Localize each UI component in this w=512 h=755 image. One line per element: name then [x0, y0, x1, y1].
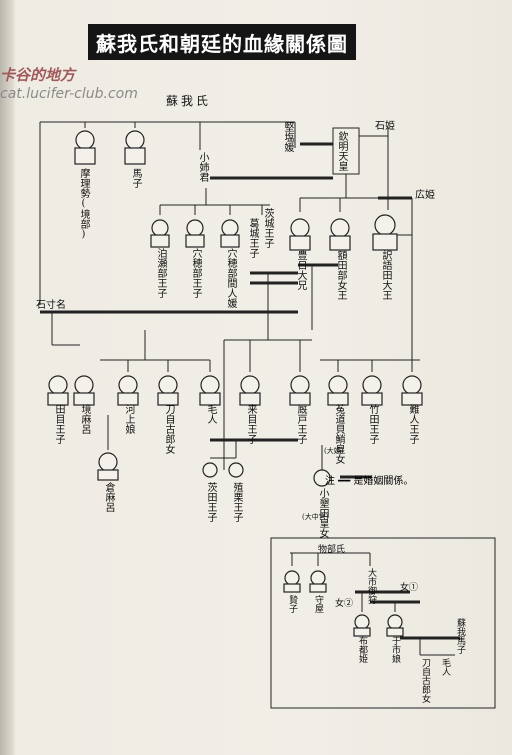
page-title: 蘇我氏和朝廷的血緣關係圖 [88, 24, 356, 60]
label-kume: 来目王子 [245, 404, 256, 444]
label-tame: 田目王子 [53, 404, 64, 444]
label-ekuri: 殖栗王子 [231, 482, 242, 522]
label-anahobe: 穴穂部王子 [190, 248, 201, 298]
inset-label-nieko: 贄子 [287, 595, 297, 613]
label-daichugu: (大中宮) [302, 513, 329, 521]
watermark-logo-text: 卡谷的地方 [0, 66, 76, 84]
inset-label-tojiko: 刀自古郎女 [420, 658, 430, 703]
label-owarida: 小墾田皇女 [317, 488, 328, 538]
inset-label-futohime: 布都姫 [357, 636, 367, 663]
label-daihime: (大姫) [324, 447, 344, 455]
label-sakaibe-mare: 境麻呂 [79, 404, 90, 434]
label-ubaraki: 茨城王子 [262, 208, 273, 248]
label-tojiko: 刀自古郎女 [163, 404, 174, 454]
label-kurakamaro: 倉麻呂 [103, 482, 114, 512]
inset-label-soga-umako: 蘇我馬子 [455, 618, 465, 654]
page-spine-shadow [0, 0, 14, 755]
label-uji-no-shitsukai: 菟道貝鮹皇女 [333, 404, 344, 464]
label-ishihime: 石姫 [375, 121, 395, 132]
inset-label-emishi: 毛人 [440, 658, 450, 676]
label-nukatabe: 額田部女王 [335, 250, 346, 300]
legend-note: 注 ━━ 是婚姻關係。 [325, 476, 414, 487]
label-umayado: 厩戸王子 [295, 404, 306, 444]
label-marise: 摩理勢(境部) [78, 168, 89, 240]
label-kawakami: 河上娘 [123, 404, 134, 434]
inset-label-onna1: 女① [400, 583, 419, 593]
label-kitashihime: 堅塩媛 [282, 122, 293, 152]
label-anahobe-hashihito: 穴穂部間人媛 [225, 248, 236, 308]
label-katsuragi: 葛城王子 [247, 218, 258, 258]
inset-label-ichihi: 大市御狩 [366, 568, 376, 604]
label-ishikina: 石寸名 [36, 300, 66, 311]
label-naniwa: 難人王子 [407, 404, 418, 444]
label-oanegimi: 小姉君 [197, 152, 208, 182]
label-hatsusebe: 泊瀬部王子 [155, 248, 166, 298]
label-kinmei: 欽明天皇 [336, 131, 347, 171]
label-umako: 馬子 [130, 168, 141, 188]
inset-label-moriya: 守屋 [313, 595, 323, 613]
clan-label-soga: 蘇我氏 [166, 94, 212, 108]
inset-label-kashiko: 于市娘 [390, 636, 400, 663]
label-osada: 訳語田大王 [380, 250, 391, 300]
inset-label-mononobe: 物部氏 [318, 545, 346, 555]
watermark-url: cat.lucifer-club.com [0, 86, 138, 102]
label-mamuta: 茨田王子 [205, 482, 216, 522]
portrait-icons [47, 130, 423, 637]
label-takeda: 竹田王子 [367, 404, 378, 444]
label-emishi: 毛人 [205, 404, 216, 424]
inset-label-onna2: 女② [335, 599, 354, 609]
label-toyohi: 豊日大兄 [295, 250, 306, 290]
label-hirohime: 広姫 [415, 190, 435, 201]
